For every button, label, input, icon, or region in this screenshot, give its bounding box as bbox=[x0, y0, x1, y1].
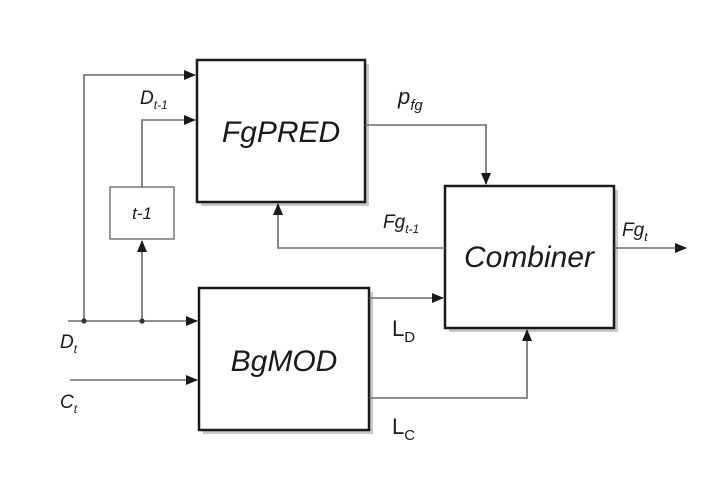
fgt1-feedback-arrow bbox=[273, 203, 445, 249]
delay-block bbox=[109, 186, 175, 240]
dt1-label: Dt-1 bbox=[140, 88, 168, 112]
bgmod-label: BgMOD bbox=[231, 345, 338, 378]
fgt1-label: Fgt-1 bbox=[383, 212, 419, 236]
pfg-label: pfg bbox=[397, 84, 423, 114]
lc-label: LC bbox=[392, 414, 415, 444]
fgpred-label: FgPRED bbox=[222, 116, 340, 149]
lc-to-combiner-arrow bbox=[369, 329, 532, 399]
dt-to-fgpred-arrow bbox=[83, 70, 196, 321]
fgpred-block bbox=[195, 58, 367, 204]
fgt-label: Fgt bbox=[622, 220, 648, 244]
combiner-block bbox=[443, 184, 616, 330]
combiner-label: Combiner bbox=[464, 241, 595, 274]
bgmod-block bbox=[197, 286, 371, 432]
pfg-to-combiner-arrow bbox=[365, 124, 491, 185]
dt-label: Dt bbox=[60, 332, 78, 356]
ct-label: Ct bbox=[60, 392, 78, 416]
junction-dot-1 bbox=[81, 318, 87, 324]
delay-label: t-1 bbox=[132, 204, 152, 223]
ld-label: LD bbox=[392, 316, 415, 346]
junction-dot-2 bbox=[139, 318, 145, 324]
dt1-to-fgpred-arrow bbox=[141, 115, 196, 187]
